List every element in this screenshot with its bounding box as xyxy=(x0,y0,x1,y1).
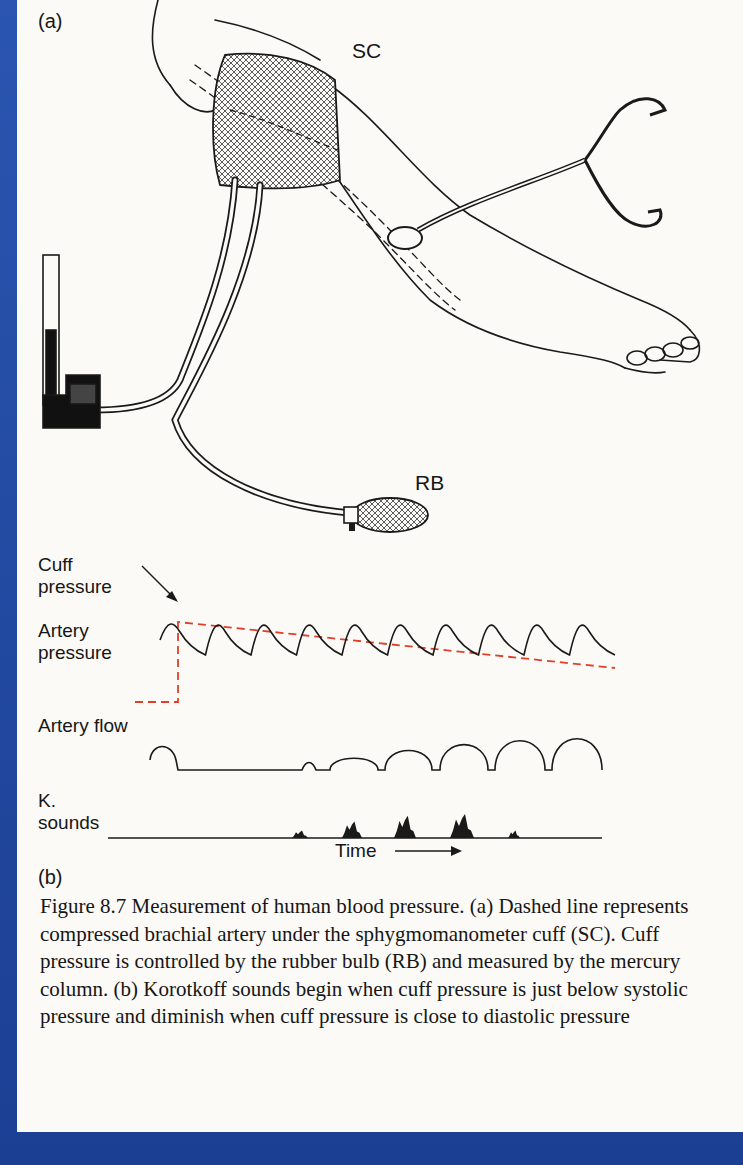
trace-label: Artery pressure xyxy=(38,620,138,664)
part-label: SC xyxy=(352,40,412,62)
axis-label: Time xyxy=(335,840,395,862)
trace-label: Artery flow xyxy=(38,715,138,737)
korotkoff-burst xyxy=(508,831,520,838)
trace-label: K. sounds xyxy=(38,790,118,834)
trace-label: Cuff pressure xyxy=(38,554,138,598)
korotkoff-burst xyxy=(292,831,308,838)
panel-letter: (a) xyxy=(38,10,98,32)
korotkoff-burst xyxy=(342,821,362,838)
korotkoff-burst xyxy=(394,816,416,838)
panel-letter: (b) xyxy=(38,866,98,888)
korotkoff-burst xyxy=(450,814,474,838)
figure-caption: Figure 8.7 Measurement of human blood pr… xyxy=(40,893,700,1031)
part-label: RB xyxy=(415,472,475,494)
